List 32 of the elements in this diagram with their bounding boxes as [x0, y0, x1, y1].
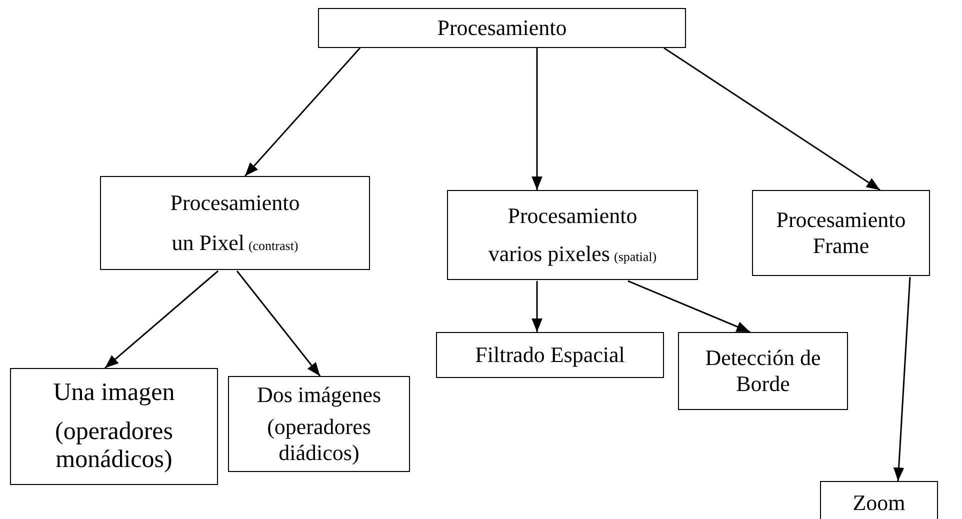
node-subtitle: (operadores diádicos) [266, 414, 372, 466]
node-title: Procesamiento [508, 203, 638, 229]
arrow [893, 276, 911, 482]
arrow [532, 281, 542, 332]
arrow [244, 48, 361, 176]
process-box [228, 376, 410, 472]
node-title: Procesamiento [170, 190, 300, 216]
node-title: Una imagen [52, 379, 176, 408]
process-box [447, 190, 698, 280]
node-note: (spatial) [614, 249, 657, 265]
process-box [10, 368, 218, 485]
process-box [820, 481, 938, 519]
node-title: Detección de Borde [704, 345, 822, 397]
process-box [318, 8, 686, 48]
node-title: Procesamiento [436, 15, 568, 41]
node-title: Zoom [852, 490, 906, 516]
arrow [104, 270, 218, 369]
process-box [752, 190, 930, 276]
node-title: Procesamiento Frame [775, 207, 907, 259]
arrow [236, 270, 321, 376]
node-subtitle: un Pixel [172, 230, 244, 256]
node-title: Filtrado Espacial [474, 342, 626, 368]
node-subtitle: varios pixeles [488, 241, 610, 267]
process-box [678, 332, 848, 410]
node-note: (contrast) [248, 238, 298, 254]
node-title: Dos imágenes [256, 382, 382, 408]
process-box [436, 332, 664, 378]
arrow [664, 47, 880, 191]
arrow [628, 280, 750, 333]
process-box [100, 176, 370, 270]
node-subtitle: (operadores monádicos) [54, 418, 174, 474]
arrow [532, 48, 542, 190]
